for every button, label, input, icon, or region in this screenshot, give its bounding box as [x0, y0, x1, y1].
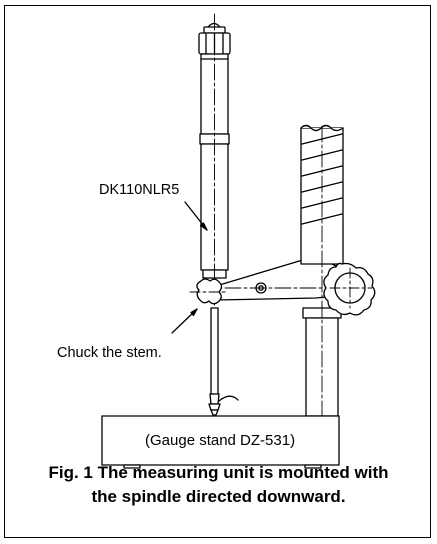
measuring-unit — [198, 13, 231, 429]
chuck-knob — [189, 278, 229, 305]
caption-line-1: Fig. 1 The measuring unit is mounted wit… — [48, 463, 389, 482]
stand-base — [101, 415, 340, 469]
stand-column — [300, 124, 344, 431]
base-name-label: (Gauge stand DZ-531) — [145, 432, 296, 449]
chuck-note-label: Chuck the stem. — [57, 345, 162, 361]
clamp-knob — [323, 262, 376, 316]
leader-lines — [171, 201, 208, 334]
caption-line-2: the spindle directed downward. — [91, 487, 346, 506]
unit-model-label: DK110NLR5 — [99, 182, 180, 198]
figure-caption: Fig. 1 The measuring unit is mounted wit… — [0, 461, 437, 509]
spindle-stem — [208, 307, 239, 416]
figure-frame — [4, 5, 431, 538]
